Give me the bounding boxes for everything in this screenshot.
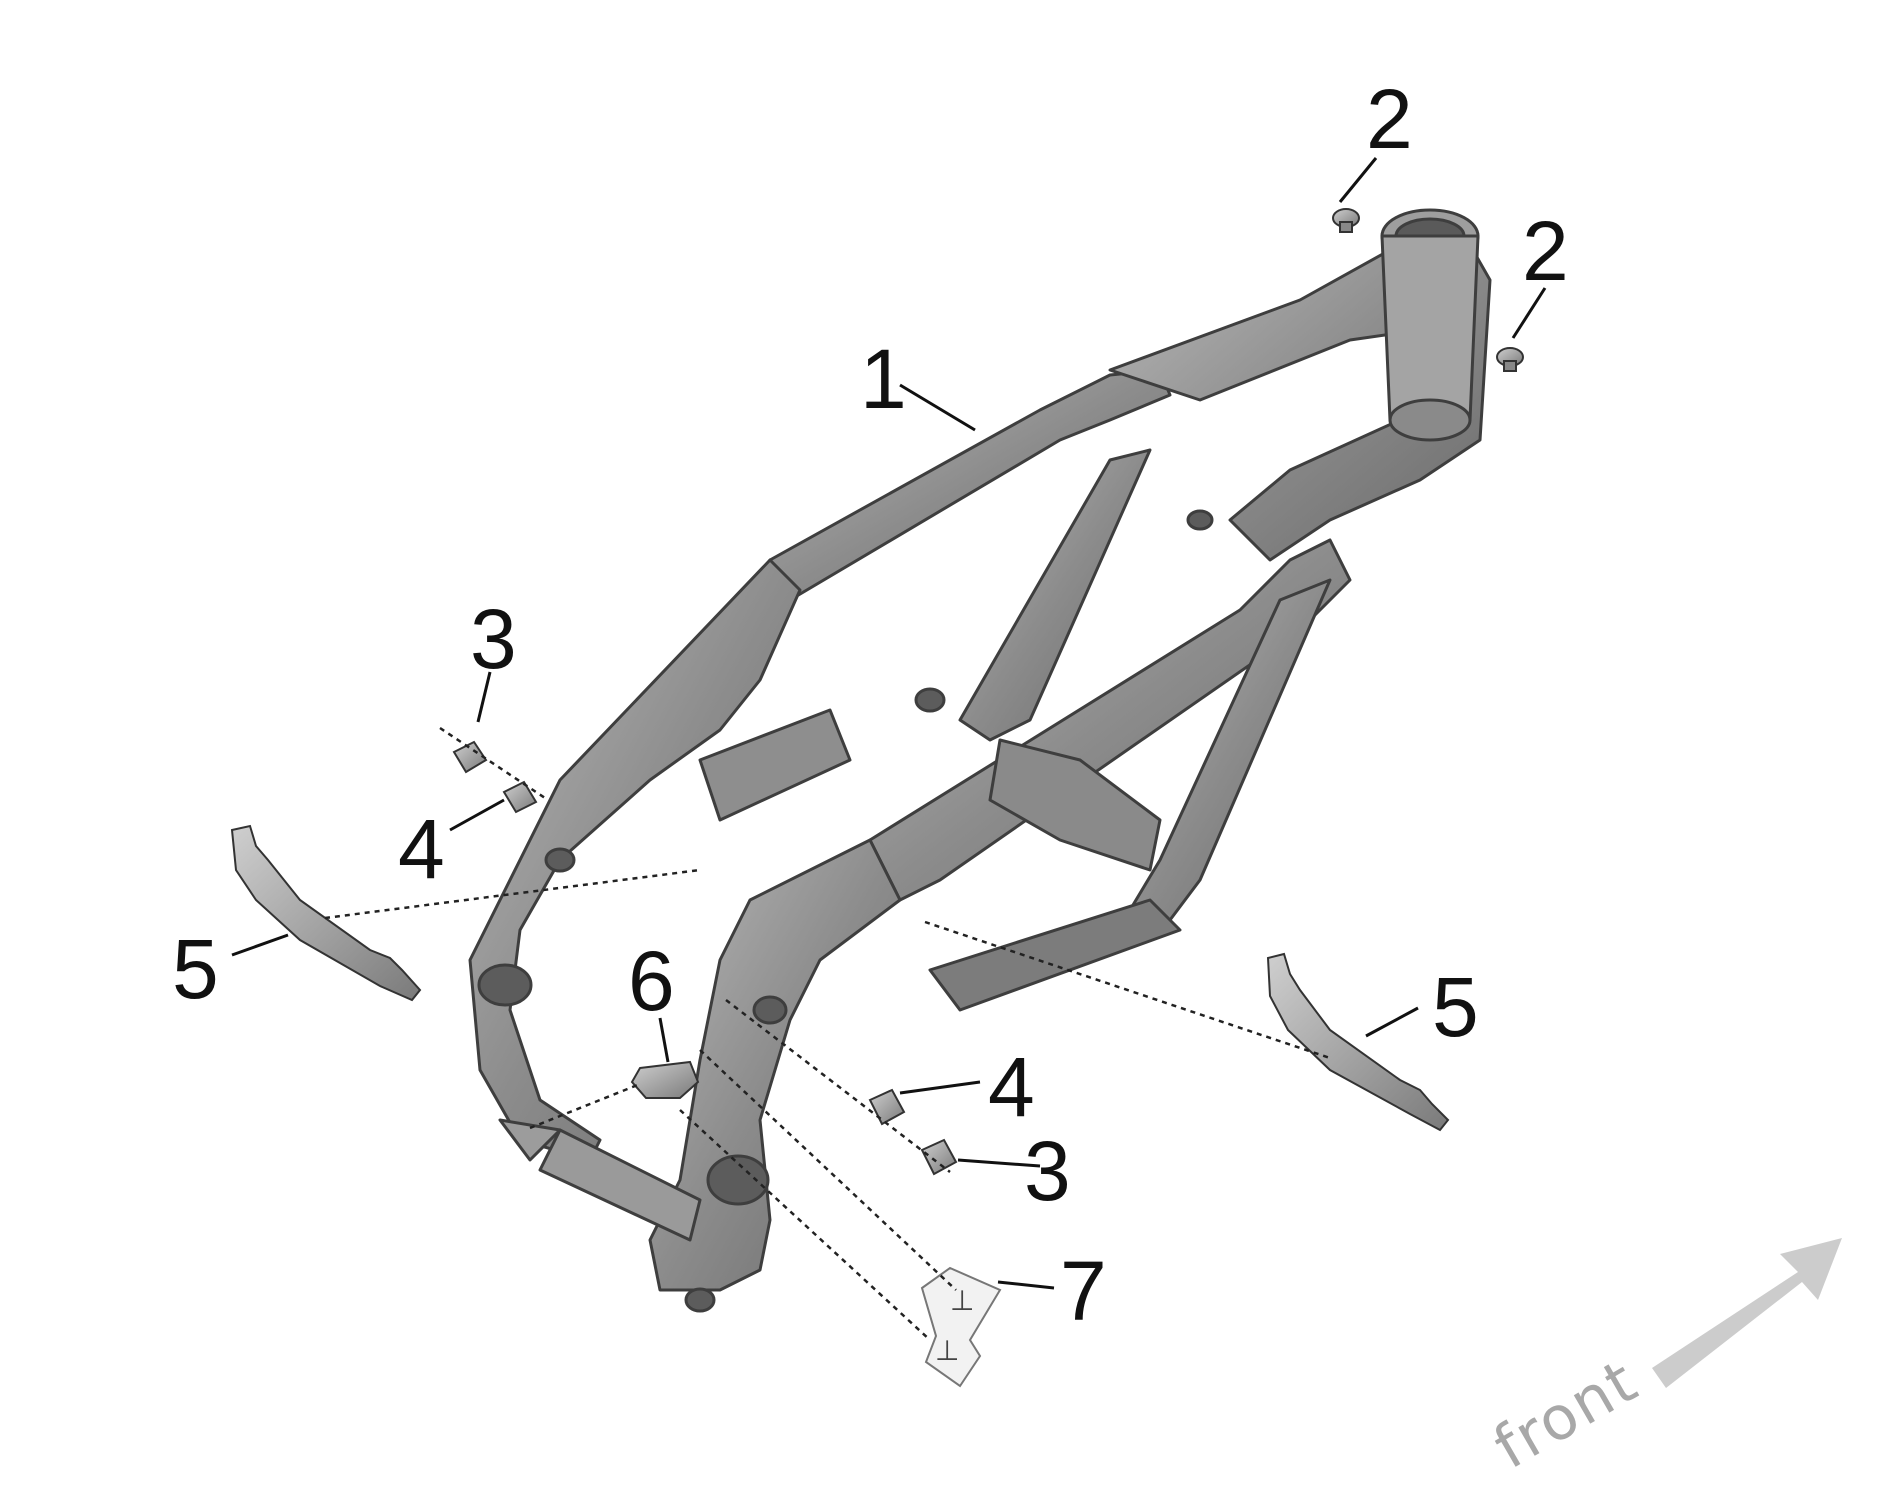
label-sticker: ⊥ ⊥ [920, 1266, 1002, 1388]
arrow-icon [1652, 1238, 1842, 1388]
frame-mount-hole-1 [752, 995, 788, 1025]
bushing-left [452, 740, 488, 774]
cover-left [230, 824, 422, 1002]
frame-pivot-tube [538, 1128, 702, 1242]
leader-label-sticker [997, 1280, 1055, 1290]
callout-bushing-right: 3 [1024, 1124, 1071, 1218]
plug-top [1332, 208, 1360, 233]
leader-bushing-right [957, 1158, 1041, 1168]
svg-text:⊥: ⊥ [935, 1334, 959, 1367]
callout-plug-top: 2 [1366, 72, 1413, 166]
frame-left-link [698, 708, 852, 822]
leader-lines [231, 157, 1547, 1290]
frame-central-bracket [988, 738, 1162, 872]
leader-plug-top [1338, 157, 1378, 203]
leader-plug-right [1511, 287, 1547, 339]
front-label: front [1483, 1346, 1650, 1483]
frame-mount-hole-3 [914, 687, 946, 713]
frame-left-top-rail [768, 368, 1172, 602]
callout-label-sticker: 7 [1060, 1244, 1107, 1338]
leader-cover-right [1365, 1006, 1419, 1038]
leader-clamp [658, 1017, 670, 1063]
frame-lower-crossmember [928, 898, 1182, 1012]
callout-plug-right: 2 [1522, 204, 1569, 298]
frame-mount-hole-2 [544, 847, 576, 873]
frame-mount-hole-5 [684, 1287, 716, 1313]
leader-spacer-right [899, 1080, 981, 1095]
callout-clamp: 6 [628, 934, 675, 1028]
clamp [630, 1060, 700, 1099]
frame-headstock-tube-bottom [1388, 398, 1472, 442]
callout-bushing-left: 3 [470, 592, 517, 686]
assembly-dotted-lines [324, 726, 1331, 1341]
spacer-left [502, 780, 538, 814]
frame-right-top-rail [868, 538, 1352, 902]
frame-rear-crossbar [498, 1118, 562, 1162]
frame-pivot-hole-left [477, 963, 533, 1007]
frame-left-diagonal [958, 448, 1152, 742]
front-direction-indicator: front [1483, 1238, 1842, 1483]
frame-mount-hole-4 [1186, 509, 1214, 531]
plug-right [1496, 347, 1524, 372]
callout-cover-right: 5 [1432, 960, 1479, 1054]
bushing-right [920, 1138, 958, 1176]
leader-frame [899, 383, 976, 432]
frame-assembly [468, 208, 1492, 1313]
callout-cover-left: 5 [172, 922, 219, 1016]
leader-cover-left [231, 933, 289, 957]
callout-frame: 1 [860, 332, 907, 426]
callout-spacer-left: 4 [398, 802, 445, 896]
callout-spacer-right: 4 [988, 1040, 1035, 1134]
spacer-right [868, 1088, 906, 1126]
frame-headstock-tube-body [1380, 234, 1480, 422]
cover-right [1266, 952, 1450, 1132]
leader-bushing-left [476, 671, 492, 723]
svg-text:⊥: ⊥ [950, 1284, 974, 1317]
frame-pivot-hole-right [706, 1154, 770, 1206]
leader-spacer-left [449, 798, 505, 832]
